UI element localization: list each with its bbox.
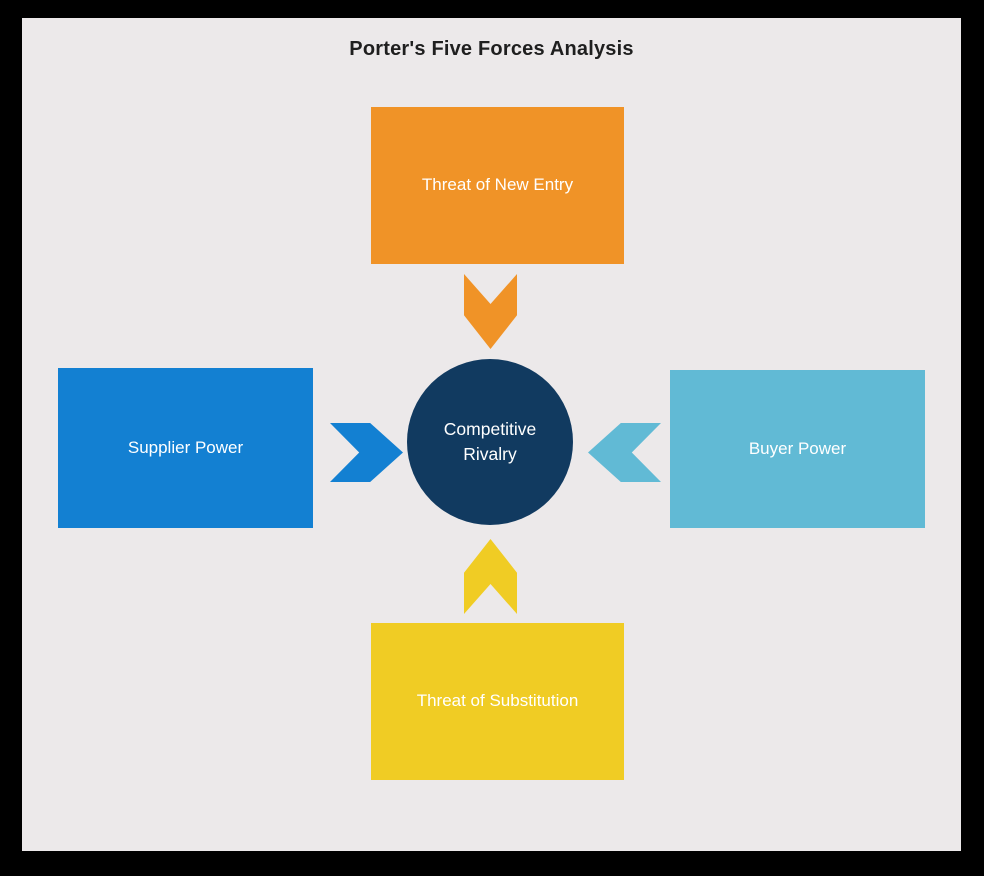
force-box-threat-of-substitution: Threat of Substitution [371, 623, 624, 780]
force-label-threat-of-substitution: Threat of Substitution [416, 691, 579, 711]
center-node-label: Competitive Rivalry [443, 418, 537, 464]
up-chevron-arrow-shape [464, 539, 517, 614]
right-chevron-arrow [330, 423, 403, 482]
force-box-supplier-power: Supplier Power [58, 368, 313, 528]
right-chevron-arrow-shape [330, 423, 403, 482]
diagram-canvas: Porter's Five Forces Analysis Threat of … [22, 18, 961, 851]
force-box-buyer-power: Buyer Power [670, 370, 925, 528]
down-chevron-arrow [464, 274, 517, 349]
force-label-supplier-power: Supplier Power [127, 437, 244, 457]
left-chevron-arrow-shape [588, 423, 661, 482]
up-chevron-arrow [464, 539, 517, 614]
center-node-competitive-rivalry: Competitive Rivalry [407, 359, 573, 525]
left-chevron-arrow [588, 423, 661, 482]
force-label-threat-of-new-entry: Threat of New Entry [421, 175, 574, 195]
down-chevron-arrow-shape [464, 274, 517, 349]
force-label-buyer-power: Buyer Power [748, 438, 847, 458]
diagram-title: Porter's Five Forces Analysis [349, 38, 634, 60]
force-box-threat-of-new-entry: Threat of New Entry [371, 107, 624, 264]
